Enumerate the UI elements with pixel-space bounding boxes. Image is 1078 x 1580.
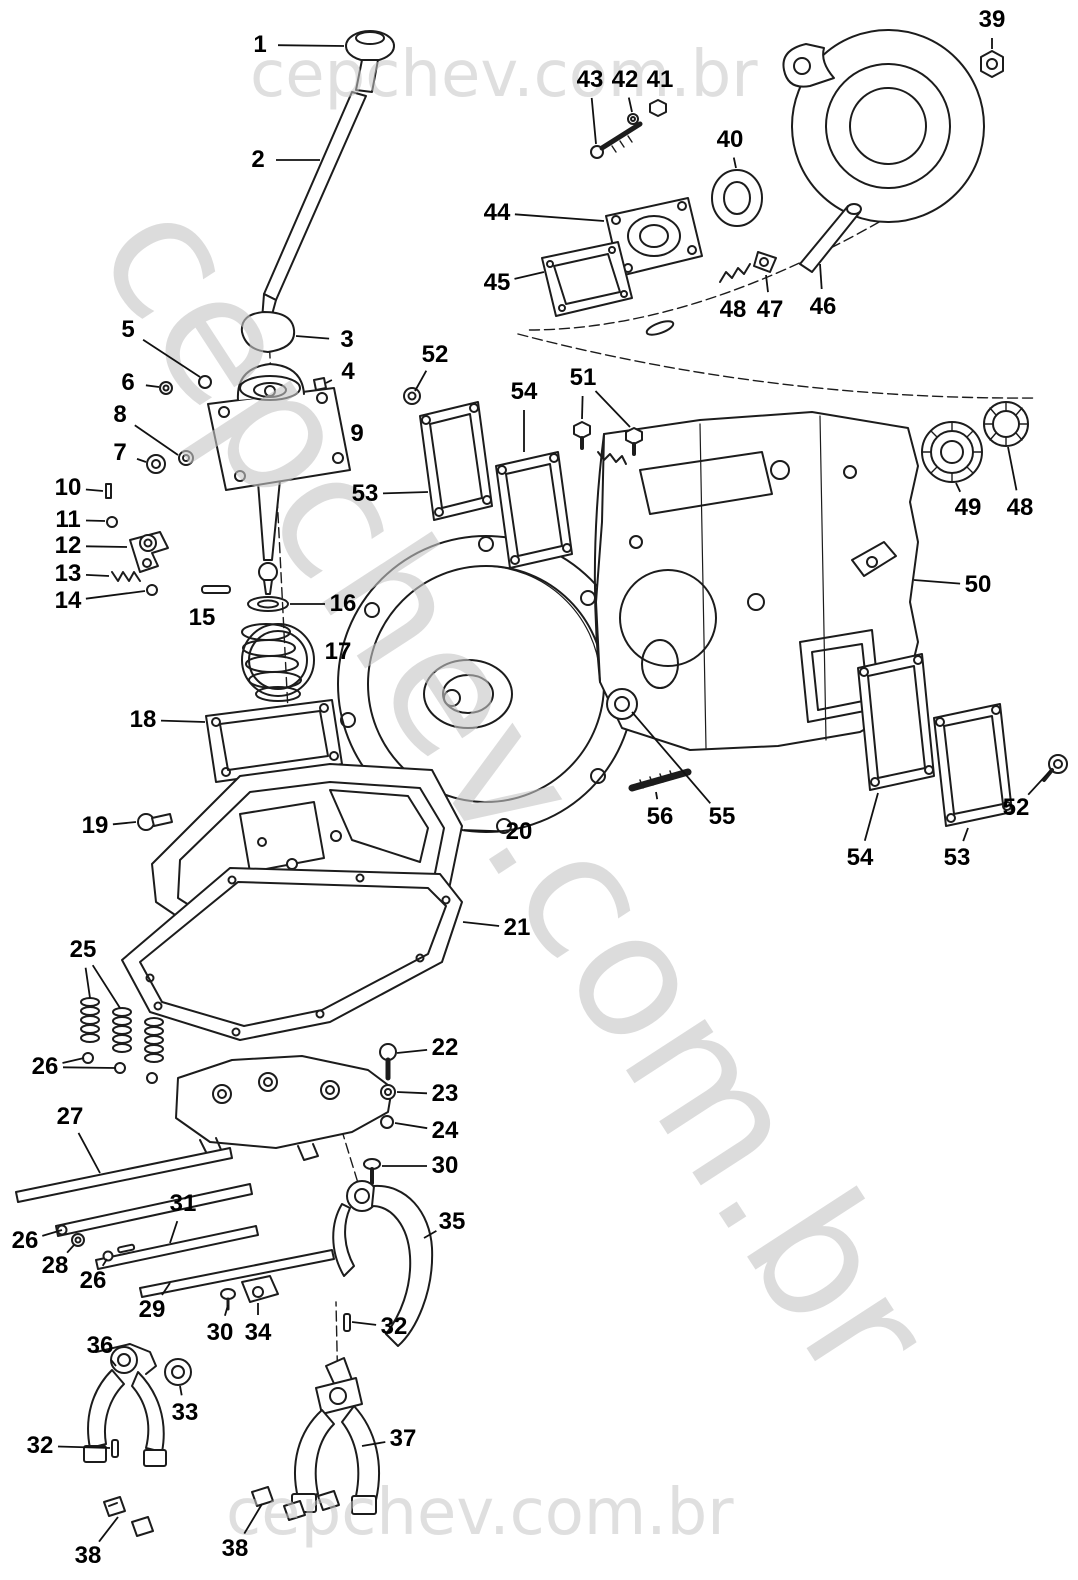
cover-gasket-drawing <box>121 867 463 1041</box>
shift-fork-35-drawing <box>332 1180 434 1347</box>
shift-rails-drawing <box>15 1147 335 1298</box>
clips-38-drawing <box>103 1486 340 1537</box>
detent-springs-drawing <box>80 997 164 1084</box>
selector-plate-drawing <box>175 1043 397 1185</box>
side-cover-gaskets-drawing <box>403 387 1013 827</box>
rear-cover-drawing <box>782 29 1004 223</box>
shift-fork-37-drawing <box>291 1357 381 1515</box>
left-hardware-drawing <box>105 375 231 596</box>
shift-fork-36-drawing <box>83 1343 167 1467</box>
gearshift-lever-drawing <box>240 30 395 702</box>
pins-32-drawing <box>111 1313 351 1458</box>
extension-parts-drawing <box>541 99 862 336</box>
rail-clamp-drawing <box>220 1275 279 1311</box>
shift-tower-drawing <box>207 363 351 491</box>
synchro-ring-33-drawing <box>164 1358 192 1386</box>
transmission-case-drawing <box>573 401 1068 792</box>
